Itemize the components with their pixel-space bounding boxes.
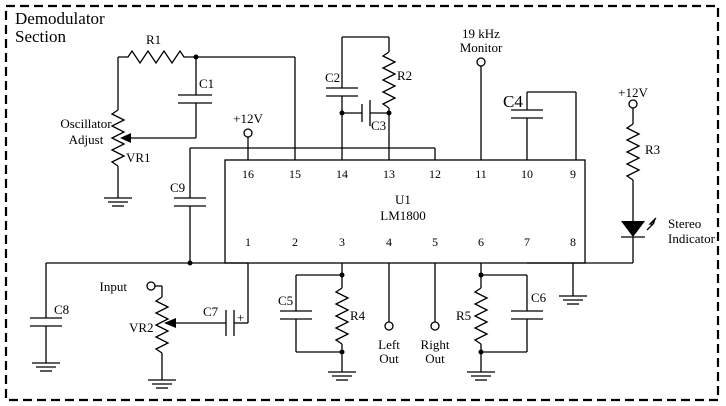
pin-15: 15 — [289, 167, 301, 181]
pin-5: 5 — [432, 235, 438, 249]
r5-resistor — [473, 287, 489, 345]
left-out-terminal — [384, 263, 394, 331]
vr2-wiper-arrow — [164, 318, 176, 328]
plus12v-label-left: +12V — [233, 111, 263, 126]
terminal-circle — [628, 99, 638, 109]
section-title-line2: Section — [15, 27, 66, 46]
c5-label: C5 — [278, 293, 293, 308]
r1-label: R1 — [146, 32, 161, 47]
c6-label: C6 — [531, 290, 547, 305]
stereo-label-line1: Stereo — [668, 216, 701, 231]
section-border — [4, 4, 720, 402]
osc-adjust-label-line1: Oscillator — [60, 116, 112, 131]
c7-label: C7 — [203, 304, 219, 319]
pin-14: 14 — [336, 167, 348, 181]
terminal-circle — [243, 128, 253, 138]
pin8-ground — [559, 263, 587, 305]
pin-10: 10 — [521, 167, 533, 181]
input-vr2-c7-network — [146, 263, 249, 389]
monitor-label-line2: Monitor — [460, 40, 503, 55]
r2-label: R2 — [397, 68, 412, 83]
vr1-wiper-arrow — [120, 133, 131, 143]
c8-label: C8 — [54, 302, 69, 317]
r1-resistor — [118, 49, 196, 65]
vr1-potentiometer — [110, 109, 126, 167]
right-out-label-line2: Out — [425, 351, 445, 366]
ic-top-pin-numbers: 16 15 14 13 12 11 10 9 — [242, 167, 576, 181]
c3-label: C3 — [371, 118, 386, 133]
ic-bottom-pin-numbers: 1 2 3 4 5 6 7 8 — [245, 235, 576, 249]
pin-12: 12 — [429, 167, 441, 181]
c2-label: C2 — [325, 70, 340, 85]
pin-1: 1 — [245, 235, 251, 249]
monitor-label-line1: 19 kHz — [462, 26, 500, 41]
input-terminal-circle — [146, 281, 156, 291]
vr2-label: VR2 — [129, 320, 154, 335]
r5-c6-network — [467, 263, 543, 381]
pin-11: 11 — [475, 167, 487, 181]
r1-c1-vr1-network — [104, 49, 296, 207]
pin16-supply — [243, 128, 253, 160]
section-title-line1: Demodulator — [15, 9, 105, 28]
junction-dot — [339, 349, 345, 355]
input-label: Input — [100, 279, 128, 294]
terminal-circle — [430, 321, 440, 331]
r2-resistor — [381, 51, 397, 109]
ic-u1-body — [224, 159, 586, 264]
c4-label: C4 — [503, 92, 523, 111]
r3-resistor — [625, 123, 641, 181]
r4-label: R4 — [350, 308, 366, 323]
c9-network — [174, 147, 436, 266]
c2-r2-c3-network — [326, 36, 397, 160]
right-out-terminal — [430, 263, 440, 331]
c9-label: C9 — [170, 180, 185, 195]
osc-adjust-label-line2: Adjust — [69, 132, 104, 147]
plus12v-label-right: +12V — [618, 85, 648, 100]
ic-part-number: LM1800 — [380, 208, 426, 223]
pin-13: 13 — [383, 167, 395, 181]
pin-6: 6 — [478, 235, 484, 249]
pin-9: 9 — [570, 167, 576, 181]
terminal-circle — [384, 321, 394, 331]
led-diode — [621, 221, 645, 237]
stereo-indicator-network — [527, 99, 657, 264]
left-out-label-line2: Out — [379, 351, 399, 366]
c8-network — [30, 262, 248, 372]
stereo-label-line2: Indicator — [668, 231, 716, 246]
vr2-potentiometer — [154, 296, 170, 354]
terminal-circle — [476, 57, 486, 67]
r3-label: R3 — [645, 142, 660, 157]
ic-ref: U1 — [395, 192, 411, 207]
c4-network — [511, 91, 577, 160]
r4-resistor — [334, 287, 350, 345]
vr1-label: VR1 — [126, 150, 151, 165]
c5-r4-network — [280, 263, 356, 381]
c1-label: C1 — [199, 76, 214, 91]
right-out-label-line1: Right — [421, 337, 450, 352]
pin-2: 2 — [292, 235, 298, 249]
pin-8: 8 — [570, 235, 576, 249]
pin-3: 3 — [339, 235, 345, 249]
pin-7: 7 — [524, 235, 530, 249]
monitor-terminal — [476, 57, 486, 160]
r5-label: R5 — [456, 308, 471, 323]
pin-16: 16 — [242, 167, 254, 181]
left-out-label-line1: Left — [378, 337, 400, 352]
pin-4: 4 — [386, 235, 392, 249]
c7-polarity-plus: + — [237, 310, 244, 325]
